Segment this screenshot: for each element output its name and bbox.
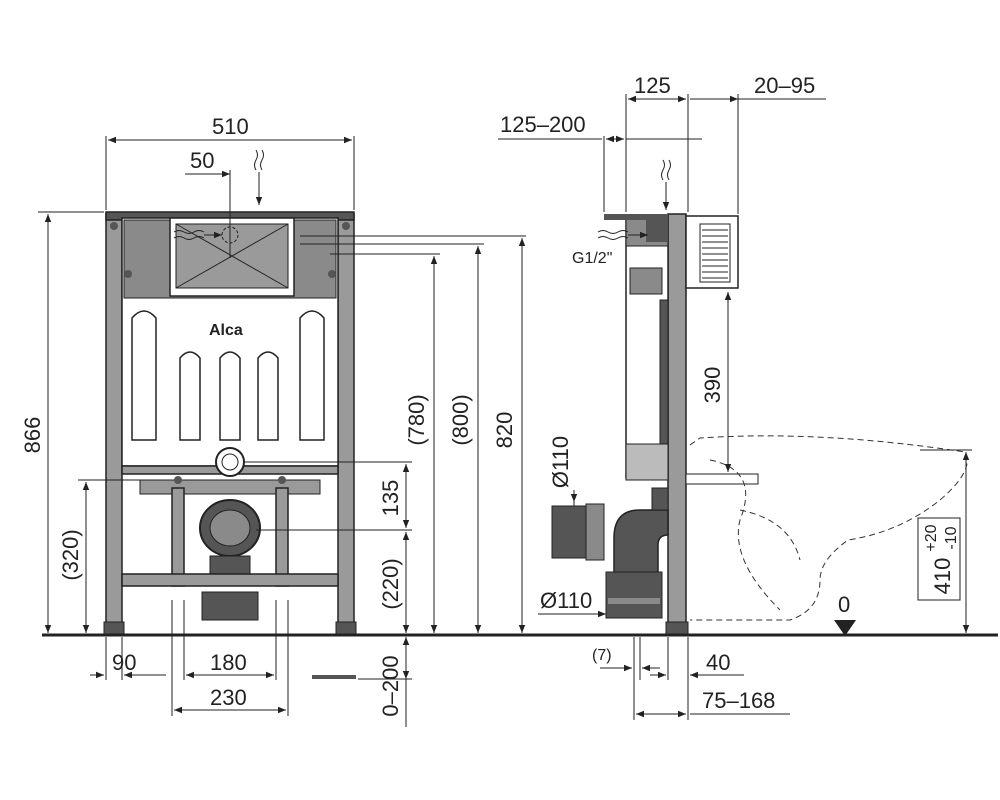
water-wavy-icon [254,149,264,171]
side-view: G1/2" 0 125 20–95 125–200 390 [498,73,972,720]
dim-780: (780) [404,394,429,445]
vertical-strut [171,487,185,587]
tank-rib [257,351,279,441]
dim-zero: 0 [838,592,850,617]
dim-510: 510 [212,114,249,139]
dim-820: 820 [492,412,517,449]
dim-90: 90 [112,650,136,675]
dim-50: 50 [190,148,214,173]
drain-outlet [201,591,259,621]
right-upright [337,213,355,631]
front-view: Alca 510 50 866 (320) [20,114,526,727]
dim-75-168: 75–168 [702,688,775,713]
connector-pipe [551,505,591,559]
drain-bend [613,509,669,576]
tank-rib [131,310,157,441]
toilet-bowl-outline [689,435,968,621]
dim-0-200: 0–200 [378,655,403,716]
dim-135: 135 [378,480,403,517]
dim-800: (800) [448,394,473,445]
dim-866: 866 [20,417,45,454]
left-foot [103,621,125,635]
side-upright [667,213,687,631]
dim-390: 390 [700,367,725,404]
drain-pipe-side [605,571,663,619]
dim-20-95: 20–95 [754,73,815,98]
right-foot [335,621,357,635]
dim-410-tol-minus: -10 [943,526,960,549]
tank-rib [299,310,325,441]
flush-pipe [685,473,759,485]
dim-40: 40 [706,650,730,675]
zero-marker [834,620,856,636]
brand-logo: Alca [209,322,243,339]
vertical-strut [275,487,289,587]
tank-rib [219,351,241,441]
dim-320: (320) [58,529,83,580]
tank-rib [179,351,201,441]
dim-7: (7) [592,647,612,664]
dim-pipe-top: Ø110 [548,436,573,488]
mounting-bracket [139,479,321,495]
dim-125-200: 125–200 [500,112,586,137]
dim-220: (220) [378,558,403,609]
dim-180: 180 [210,650,247,675]
dim-pipe-bottom: Ø110 [540,588,592,613]
side-water-wavy-icon [661,159,671,181]
dim-410: 410 [930,558,955,595]
dim-410-box [917,517,961,601]
inlet-label: G1/2" [572,250,612,267]
dim-125: 125 [634,73,671,98]
left-upright [105,213,123,631]
dim-230: 230 [210,685,247,710]
dim-410-tol-plus: +20 [923,524,940,551]
side-foot [665,621,689,635]
bottom-rail [121,573,339,587]
